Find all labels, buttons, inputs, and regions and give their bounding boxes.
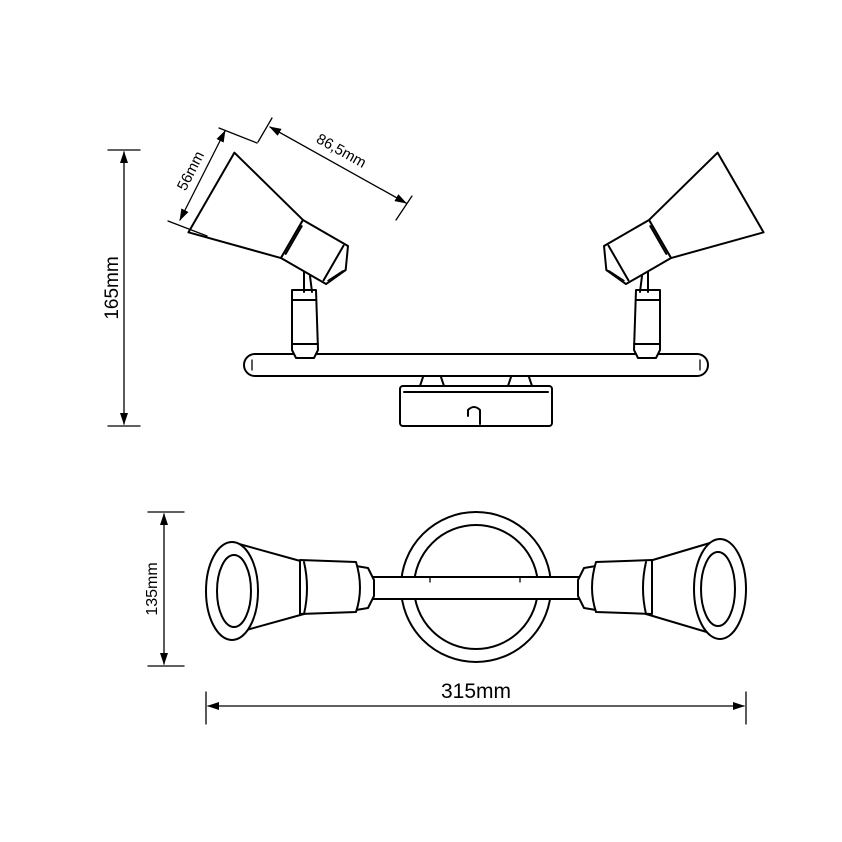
right-spot-top bbox=[577, 538, 747, 640]
head-length-label: 86,5mm bbox=[313, 130, 369, 171]
width-dimension: 315mm bbox=[205, 680, 747, 725]
height-label: 165mm bbox=[102, 256, 123, 319]
mounting-bar bbox=[243, 353, 709, 377]
width-label: 315mm bbox=[441, 680, 511, 703]
top-view: 135mm 315mm bbox=[144, 511, 747, 725]
canopy-base bbox=[399, 373, 553, 427]
right-spot-side bbox=[603, 151, 765, 359]
side-view: 165mm 56mm 86,5mm bbox=[102, 117, 765, 427]
left-spot-top bbox=[205, 541, 375, 641]
left-spot-side bbox=[187, 151, 349, 359]
height-dimension: 165mm bbox=[102, 149, 141, 427]
bar-top bbox=[365, 576, 587, 600]
depth-dimension: 135mm bbox=[144, 511, 185, 667]
depth-label: 135mm bbox=[144, 562, 161, 615]
shade-diameter-label: 56mm bbox=[174, 149, 208, 194]
